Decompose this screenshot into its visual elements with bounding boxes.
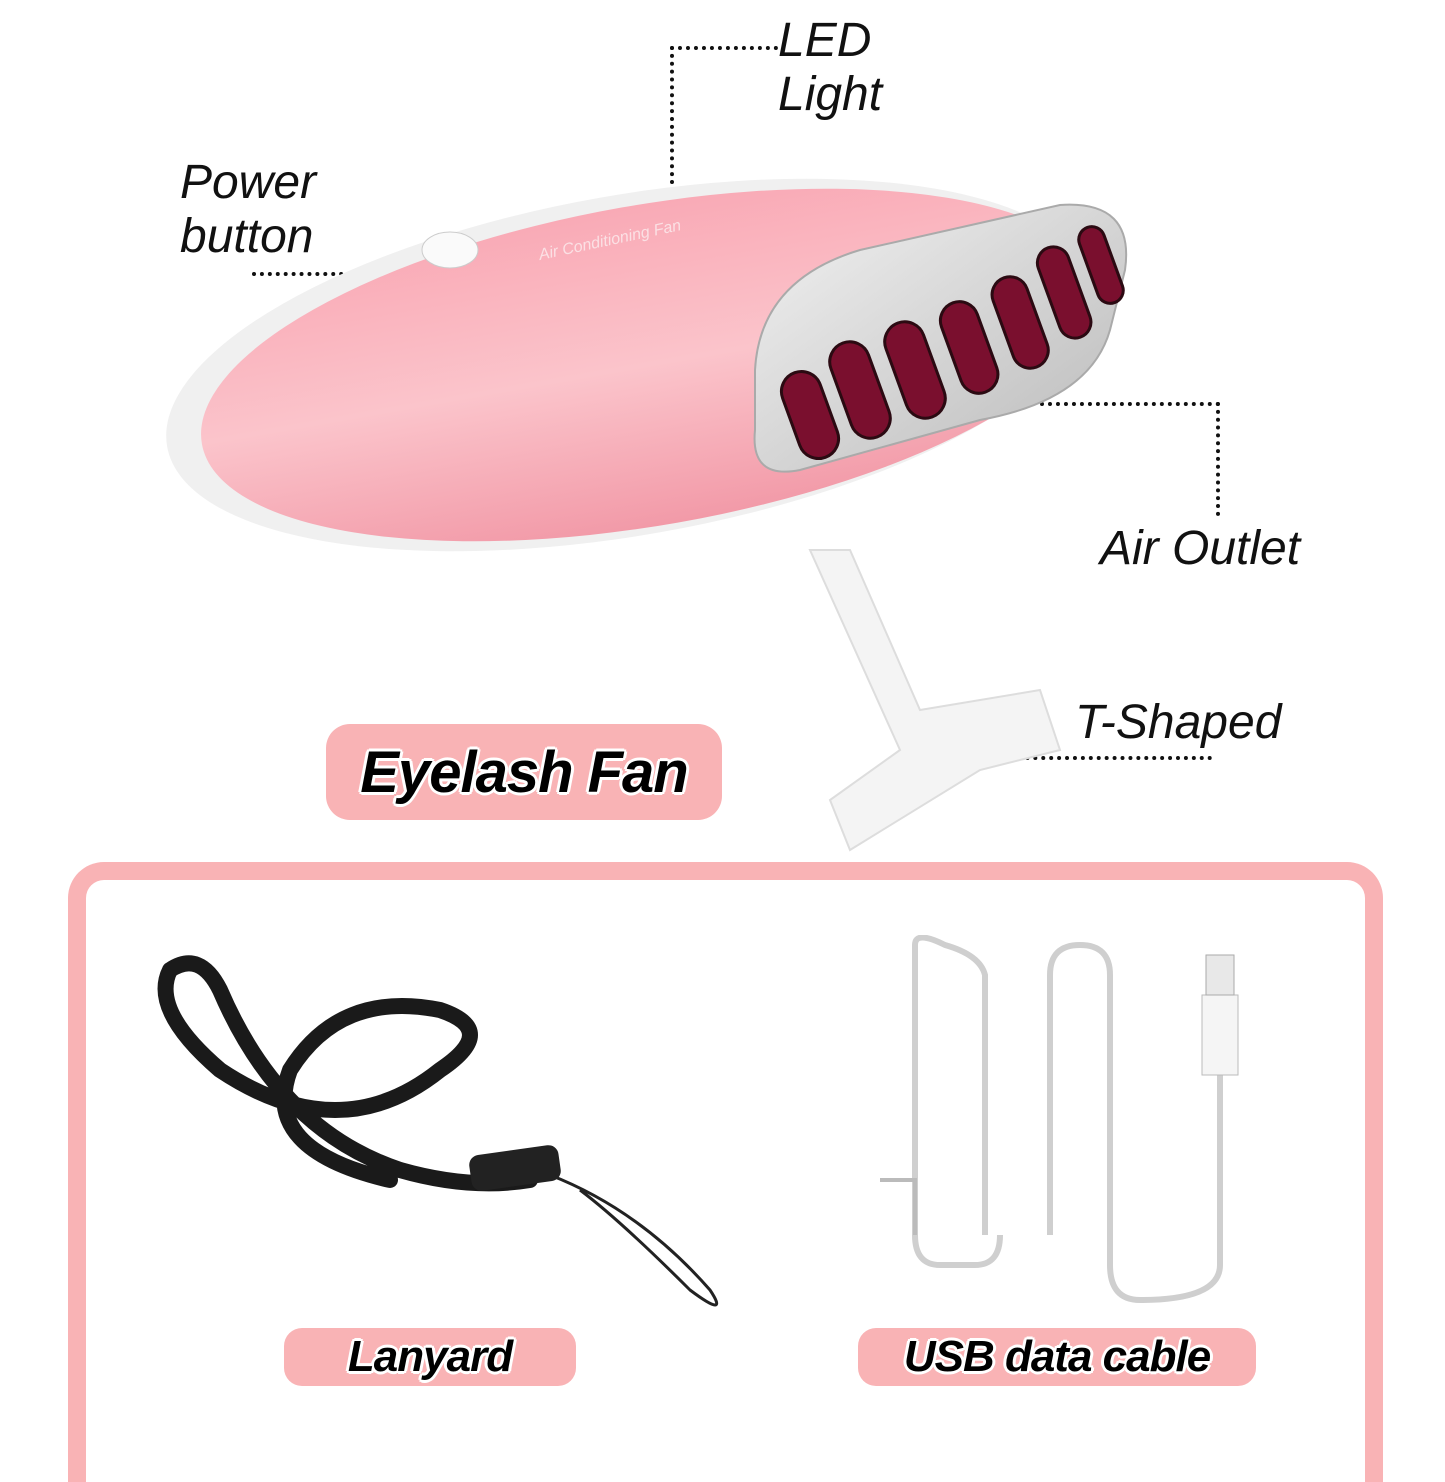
accessories-frame [68, 862, 1383, 1482]
led-leader-line [670, 46, 778, 200]
led-label-line2: Light [778, 68, 883, 121]
power-button-shape [421, 231, 479, 269]
air-outlet-callout: Air Outlet [1100, 522, 1301, 575]
lanyard-illustration [157, 955, 719, 1307]
air-outlet-leader-line [1040, 402, 1220, 516]
usb-cable-illustration [880, 935, 1239, 1304]
led-light-callout: LED Light [778, 14, 882, 122]
eyelash-fan-label-text: Eyelash Fan [360, 739, 688, 805]
usb-plug [1201, 994, 1239, 1076]
power-button-callout: Power button [180, 156, 316, 264]
t-shaped-leader-line [962, 756, 1212, 760]
t-shaped-stand [808, 549, 1062, 852]
lanyard-label-text: Lanyard [347, 1332, 513, 1381]
usb-cable-label: USB data cable [858, 1328, 1256, 1386]
t-shaped-callout: T-Shaped [1075, 696, 1282, 749]
dc-connector [880, 1178, 917, 1235]
lanyard-clip [469, 1145, 561, 1191]
lanyard-label: Lanyard [284, 1328, 576, 1386]
air-vents [779, 225, 1125, 460]
eyelash-fan-label: Eyelash Fan [326, 724, 722, 820]
power-label-line2: button [180, 210, 314, 263]
usb-cable-label-text: USB data cable [903, 1332, 1211, 1381]
eyelash-fan-illustration: Air Conditioning Fan [166, 178, 1128, 852]
led-label-line1: LED [778, 14, 872, 67]
power-label-line1: Power [180, 156, 317, 209]
